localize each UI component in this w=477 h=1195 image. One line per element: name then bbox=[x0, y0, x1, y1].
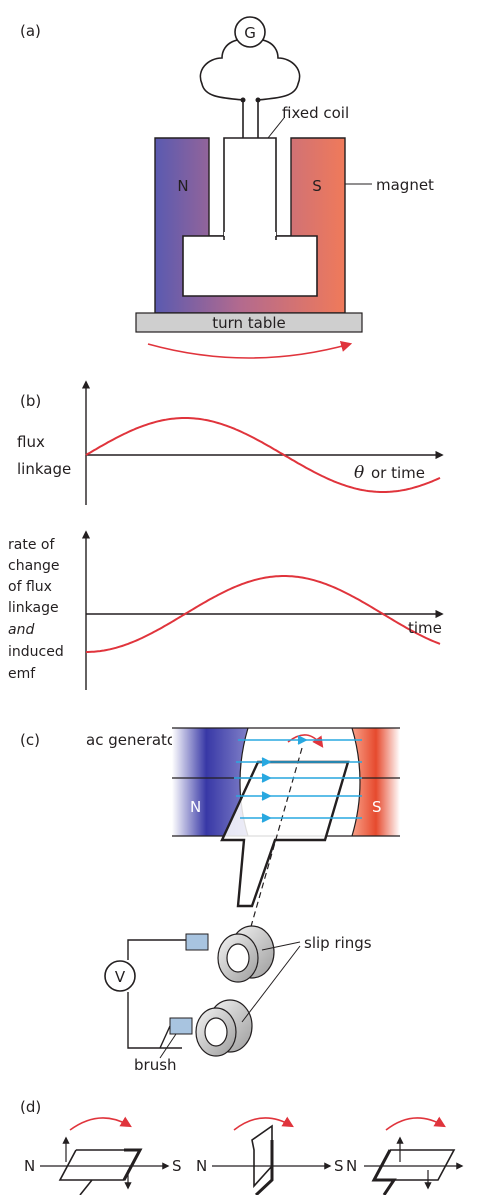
d1-north: N bbox=[24, 1157, 35, 1175]
slip-rings-label: slip rings bbox=[304, 934, 372, 952]
north-pole-label: N bbox=[177, 177, 188, 195]
north-pole-label-c: N bbox=[190, 798, 201, 816]
south-pole-label-c: S bbox=[372, 798, 382, 816]
brush-upper bbox=[185, 933, 209, 951]
bottom-ylabel-2: change bbox=[8, 558, 60, 574]
turn-table-label: turn table bbox=[212, 314, 286, 332]
slip-ring-upper bbox=[217, 925, 275, 983]
panel-b: (b) flux linkage θ or time rate of chang… bbox=[8, 380, 444, 690]
slip-ring-lower bbox=[195, 999, 253, 1057]
brush-lower bbox=[169, 1017, 193, 1035]
ac-generator-title: ac generator bbox=[86, 731, 183, 749]
bottom-ylabel-4: linkage bbox=[8, 600, 59, 616]
emf-curve bbox=[86, 575, 441, 653]
magnetic-field-lines bbox=[234, 735, 362, 823]
d2-north: N bbox=[196, 1157, 207, 1175]
voltmeter-circuit bbox=[127, 939, 194, 1049]
bottom-ylabel-6: induced bbox=[8, 644, 64, 660]
d3-north: N bbox=[346, 1157, 357, 1175]
bottom-ylabel-7: emf bbox=[8, 666, 36, 682]
brush-label: brush bbox=[134, 1056, 177, 1074]
coil-position-1: N S bbox=[24, 1116, 182, 1195]
top-ylabel-2: linkage bbox=[17, 460, 71, 478]
coil-position-2: N S bbox=[196, 1116, 344, 1195]
panel-c: (c) ac generator N S bbox=[20, 727, 400, 1074]
d1-south: S bbox=[172, 1157, 182, 1175]
panel-d: (d) N S N S N bbox=[20, 1098, 464, 1195]
coil-lower-loop bbox=[182, 235, 318, 297]
panel-d-label: (d) bbox=[20, 1098, 41, 1116]
rotation-arrow bbox=[147, 340, 353, 359]
bottom-ylabel-3: of flux bbox=[8, 579, 52, 595]
voltmeter-label: V bbox=[115, 968, 126, 986]
flux-linkage-curve bbox=[85, 417, 441, 493]
south-pole-label: S bbox=[312, 177, 322, 195]
coil-position-3: N S bbox=[346, 1116, 464, 1195]
panel-a-label: (a) bbox=[20, 22, 41, 40]
bottom-xlabel: time bbox=[408, 619, 442, 637]
panel-b-label: (b) bbox=[20, 392, 41, 410]
bottom-ylabel-1: rate of bbox=[8, 537, 55, 553]
south-pole-face bbox=[352, 728, 400, 836]
galvanometer-label: G bbox=[244, 24, 256, 42]
top-xlabel-rest: or time bbox=[371, 464, 425, 482]
galvanometer-wire-loop bbox=[199, 38, 301, 101]
magnet-label: magnet bbox=[376, 176, 434, 194]
d2-south: S bbox=[334, 1157, 344, 1175]
top-xlabel-symbol: θ bbox=[354, 463, 364, 483]
fixed-coil bbox=[223, 137, 277, 237]
voltmeter-icon bbox=[104, 960, 136, 992]
top-ylabel-1: flux bbox=[17, 433, 45, 451]
rotating-coil bbox=[220, 760, 350, 908]
panel-c-label: (c) bbox=[20, 731, 40, 749]
north-pole-face bbox=[172, 728, 248, 836]
galvanometer-icon bbox=[234, 16, 266, 48]
panel-a: (a) G N S fixed coil magnet turn table bbox=[20, 16, 434, 359]
turn-table bbox=[135, 312, 363, 333]
bottom-ylabel-5: and bbox=[8, 622, 34, 638]
fixed-coil-label: fixed coil bbox=[282, 104, 349, 122]
